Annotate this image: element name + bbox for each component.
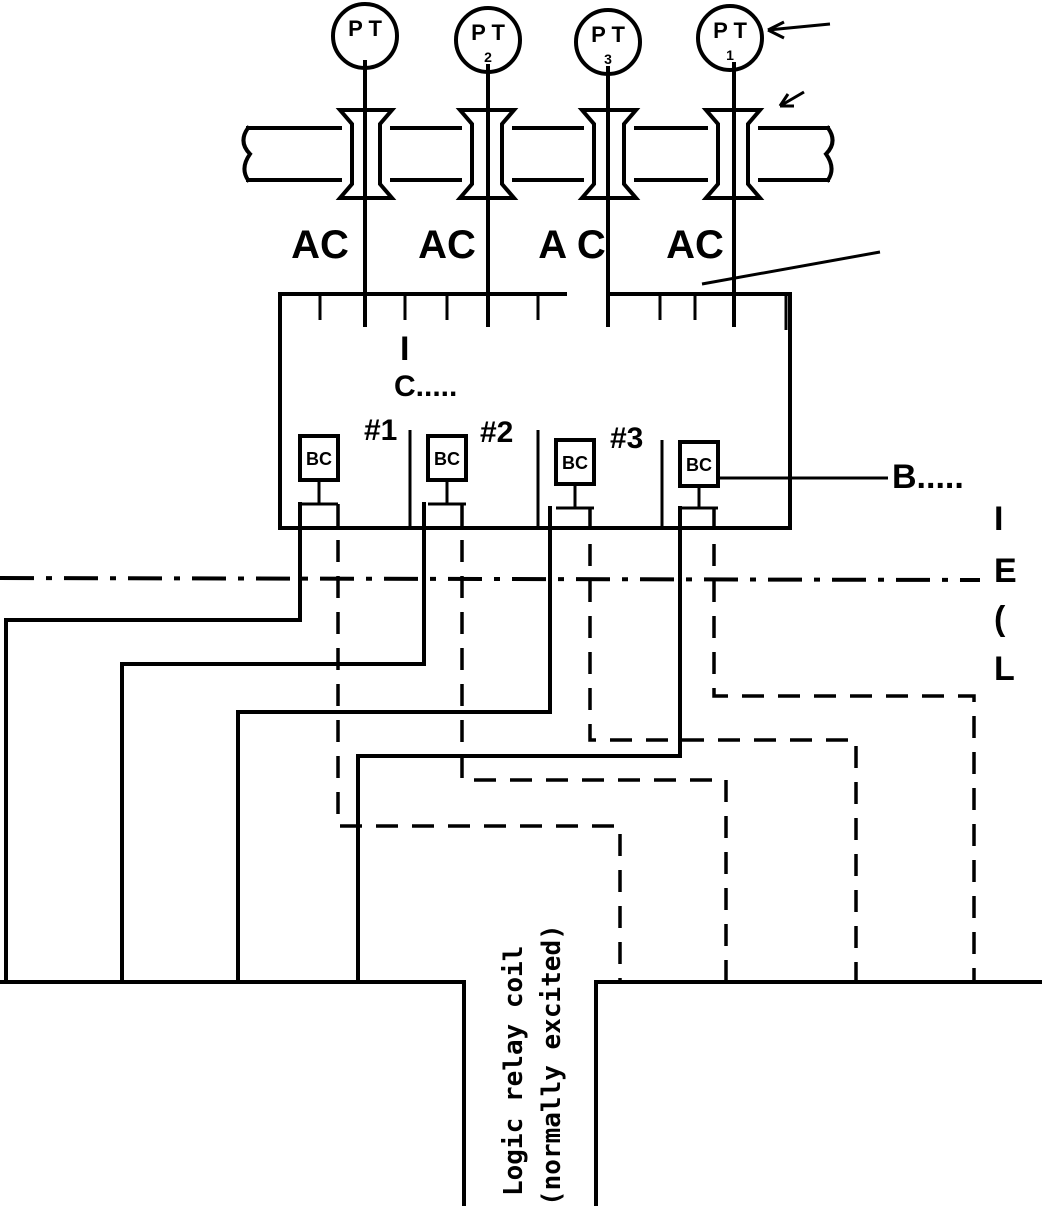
channel-label: #2	[480, 416, 513, 449]
pt-label: P T	[471, 20, 505, 45]
bc-label: BC	[686, 455, 712, 475]
bistable-comparators: BC #1 BC #2 BC #3 BC B.....	[298, 414, 964, 510]
pt-label: P T	[713, 18, 747, 43]
bc-channel-3: BC #3	[554, 422, 643, 510]
ac-label: AC	[291, 223, 349, 267]
pt-signal-lines	[363, 60, 736, 327]
pt-1: P T	[331, 2, 399, 70]
right-fragment: (	[994, 600, 1006, 638]
pt-4: P T 1	[696, 4, 764, 72]
channel-label: #3	[610, 422, 643, 455]
relay-label-line1: Logic relay coil	[499, 946, 529, 1196]
bc-channel-2: BC #2	[426, 416, 513, 506]
bc-label: BC	[562, 453, 588, 473]
right-label-fragments: I E ( L	[994, 500, 1017, 688]
relay-label-line2: (normally excited)	[537, 924, 567, 1206]
ac-label: AC	[666, 223, 724, 267]
protection-cabinet: I C.....	[278, 292, 792, 530]
pt-2: P T 2	[454, 6, 522, 74]
cabinet-label-fragment: I	[400, 330, 409, 368]
right-fragment: I	[994, 500, 1003, 538]
bc-channel-1: BC #1	[298, 414, 397, 506]
pipe	[241, 125, 835, 183]
bc-label: BC	[434, 449, 460, 469]
ac-labels: AC AC A C AC	[291, 223, 724, 267]
right-fragment: E	[994, 552, 1017, 590]
ac-label: A C	[538, 223, 605, 267]
pt-3: P T 3	[574, 8, 642, 76]
logic-relay-coil: Logic relay coil (normally excited)	[0, 924, 1042, 1206]
channel-label: #1	[364, 414, 397, 447]
pt-number: 3	[604, 51, 612, 67]
cabinet-channel-fragment: C.....	[394, 370, 457, 403]
pressure-transmitters: P T P T 2 P T 3 P T 1	[331, 2, 764, 76]
ac-label: AC	[418, 223, 476, 267]
pt-number: 2	[484, 49, 492, 65]
bc-channel-4: BC	[678, 440, 720, 510]
bc-label: BC	[306, 449, 332, 469]
pt-number: 1	[726, 47, 734, 63]
pipe-flanges	[335, 108, 765, 200]
pt-label: P T	[591, 22, 625, 47]
dashed-wiring	[336, 504, 976, 982]
bistable-label-fragment: B.....	[892, 458, 964, 496]
boundary-line	[0, 576, 981, 582]
callout-arrows	[701, 20, 888, 480]
pt-label: P T	[348, 16, 382, 41]
right-fragment: L	[994, 650, 1015, 688]
solid-wiring	[4, 502, 682, 984]
